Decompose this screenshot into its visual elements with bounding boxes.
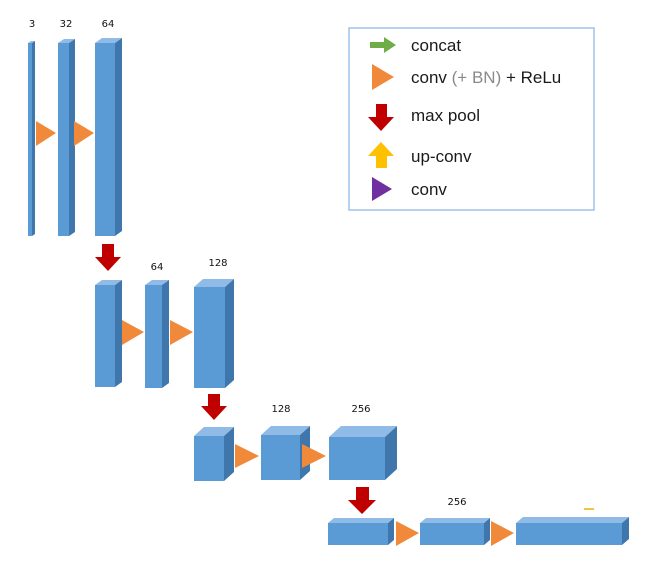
- block-front-face: [95, 43, 115, 236]
- feature-map-block: [95, 38, 122, 236]
- feature-map-block: [194, 427, 234, 481]
- block-top-face: [194, 427, 234, 436]
- block-side-face: [32, 41, 35, 236]
- feature-map-block: [28, 41, 35, 236]
- block-top-face: [420, 518, 490, 523]
- level-3: 128 256: [194, 404, 397, 481]
- feature-map-block: [328, 518, 394, 545]
- block-front-face: [261, 435, 300, 480]
- legend-label-conv-bn-relu: conv (+ BN) + ReLu: [411, 68, 561, 87]
- block-front-face: [516, 523, 622, 545]
- feature-map-block: [329, 426, 397, 480]
- block-side-face: [115, 280, 122, 387]
- channel-count-label: 128: [271, 404, 290, 415]
- channel-count-label: 3: [29, 19, 35, 30]
- block-side-face: [388, 518, 394, 545]
- feature-map-block: [420, 518, 490, 545]
- conv-relu-arrow-icon: [372, 64, 394, 90]
- legend-item-conv-bn-relu: conv (+ BN) + ReLu: [372, 64, 561, 90]
- block-top-face: [58, 39, 75, 43]
- channel-count-label: 128: [208, 258, 227, 269]
- conv-relu-arrow-icon: [235, 444, 259, 468]
- block-side-face: [225, 279, 234, 388]
- block-side-face: [385, 426, 397, 480]
- level-1: 3 32 64: [28, 19, 122, 236]
- conv-relu-arrow-icon: [36, 121, 56, 146]
- channel-count-label: 64: [102, 19, 115, 30]
- legend-label-up-conv: up-conv: [411, 147, 472, 166]
- feature-map-block: [58, 39, 75, 236]
- level-4: 256: [328, 497, 629, 546]
- block-front-face: [194, 436, 224, 481]
- block-top-face: [95, 280, 122, 285]
- feature-map-block: [145, 280, 169, 388]
- channel-count-label: 256: [351, 404, 370, 415]
- block-side-face: [622, 517, 629, 545]
- block-top-face: [28, 41, 35, 43]
- block-front-face: [420, 523, 484, 545]
- block-front-face: [28, 43, 32, 236]
- block-top-face: [328, 518, 394, 523]
- feature-map-block: [516, 517, 629, 545]
- block-side-face: [162, 280, 169, 388]
- block-side-face: [224, 427, 234, 481]
- block-front-face: [58, 43, 69, 236]
- block-top-face: [145, 280, 169, 285]
- legend-label-bn-part: (+ BN): [452, 68, 502, 87]
- up-conv-arrow-icon: [368, 142, 394, 168]
- max-pool-arrow-icon: [201, 394, 227, 420]
- legend-item-conv: conv: [372, 177, 447, 201]
- legend-label-relu-part: + ReLu: [501, 68, 561, 87]
- legend: concat conv (+ BN) + ReLu max pool up-co…: [348, 27, 595, 211]
- feature-map-block: [194, 279, 234, 388]
- legend-label-conv-part: conv: [411, 68, 452, 87]
- block-front-face: [328, 523, 388, 545]
- block-front-face: [194, 287, 225, 388]
- conv-arrow-icon: [372, 177, 392, 201]
- block-front-face: [95, 285, 115, 387]
- block-top-face: [516, 517, 629, 523]
- conv-relu-arrow-icon: [491, 521, 514, 546]
- block-top-face: [95, 38, 122, 43]
- block-side-face: [484, 518, 490, 545]
- legend-label-conv: conv: [411, 180, 447, 199]
- max-pool-arrow-icon: [348, 487, 376, 514]
- max-pool-arrow-icon: [95, 244, 121, 271]
- legend-item-up-conv: up-conv: [368, 142, 472, 168]
- channel-count-label: 32: [60, 19, 73, 30]
- level-2: 64 128: [95, 258, 234, 388]
- legend-label-max-pool: max pool: [411, 106, 480, 125]
- block-top-face: [329, 426, 397, 437]
- conv-relu-arrow-icon: [74, 121, 94, 146]
- concat-arrow-icon: [370, 37, 396, 53]
- block-front-face: [145, 285, 162, 388]
- channel-count-label: 64: [151, 262, 164, 273]
- legend-item-max-pool: max pool: [368, 104, 480, 131]
- conv-relu-arrow-icon: [122, 320, 144, 345]
- feature-map-block: [95, 280, 122, 387]
- block-side-face: [115, 38, 122, 236]
- block-side-face: [69, 39, 75, 236]
- block-front-face: [329, 437, 385, 480]
- channel-count-label: 256: [447, 497, 466, 508]
- block-top-face: [261, 426, 310, 435]
- conv-relu-arrow-icon: [302, 444, 326, 468]
- max-pool-arrow-icon: [368, 104, 394, 131]
- block-top-face: [194, 279, 234, 287]
- legend-item-concat: concat: [370, 36, 461, 55]
- legend-label-concat: concat: [411, 36, 461, 55]
- conv-relu-arrow-icon: [170, 320, 193, 345]
- conv-relu-arrow-icon: [396, 521, 419, 546]
